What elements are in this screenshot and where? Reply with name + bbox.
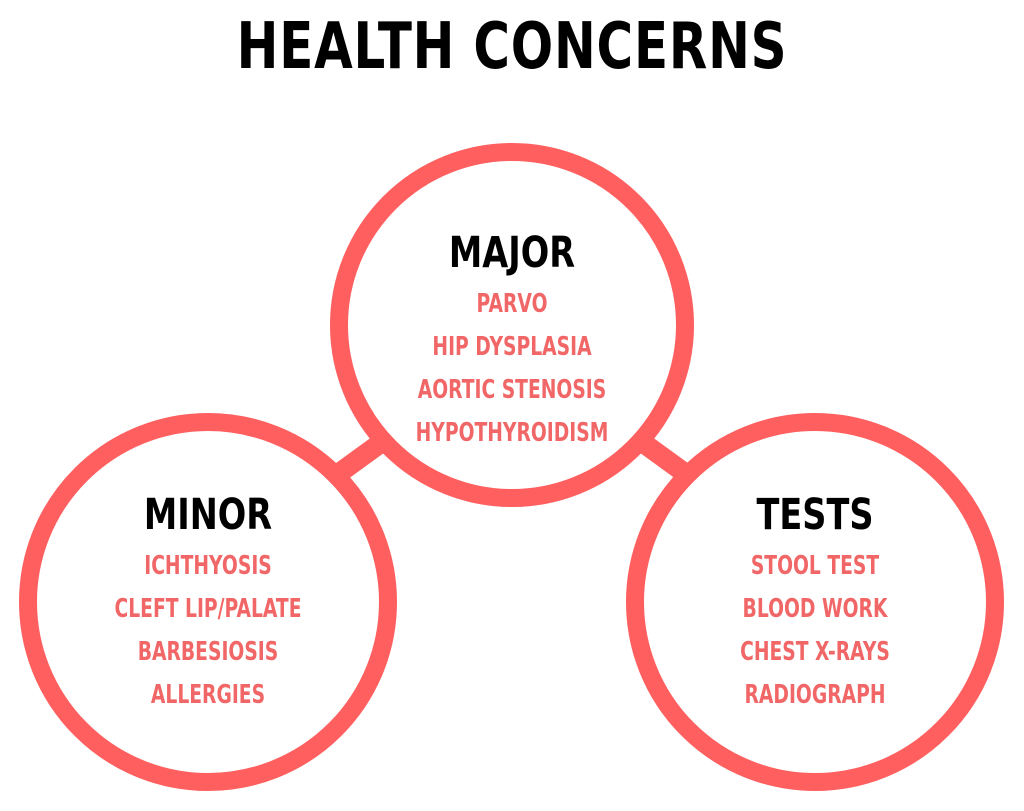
tests-circle: TESTS STOOL TEST BLOOD WORK CHEST X-RAYS… [626,413,1004,791]
minor-heading: MINOR [143,490,273,540]
minor-item: BARBESIOSIS [137,637,279,667]
major-item: AORTIC STENOSIS [417,375,607,405]
major-heading: MAJOR [448,228,576,278]
tests-content: TESTS STOOL TEST BLOOD WORK CHEST X-RAYS… [644,487,986,717]
tests-item: BLOOD WORK [742,594,888,624]
minor-item: ALLERGIES [150,680,266,710]
tests-heading: TESTS [756,490,874,540]
diagram-title: HEALTH CONCERNS [236,10,788,84]
tests-item: CHEST X-RAYS [740,637,890,667]
tests-item: RADIOGRAPH [744,680,886,710]
major-item: HIP DYSPLASIA [432,332,592,362]
minor-item: ICHTHYOSIS [144,551,272,581]
minor-item: CLEFT LIP/PALATE [114,594,302,624]
major-content: MAJOR PARVO HIP DYSPLASIA AORTIC STENOSI… [348,225,676,455]
minor-circle: MINOR ICHTHYOSIS CLEFT LIP/PALATE BARBES… [19,413,397,791]
major-circle: MAJOR PARVO HIP DYSPLASIA AORTIC STENOSI… [330,143,694,507]
minor-content: MINOR ICHTHYOSIS CLEFT LIP/PALATE BARBES… [37,487,379,717]
major-item: HYPOTHYROIDISM [415,418,609,448]
major-item: PARVO [476,289,548,319]
tests-item: STOOL TEST [750,551,880,581]
